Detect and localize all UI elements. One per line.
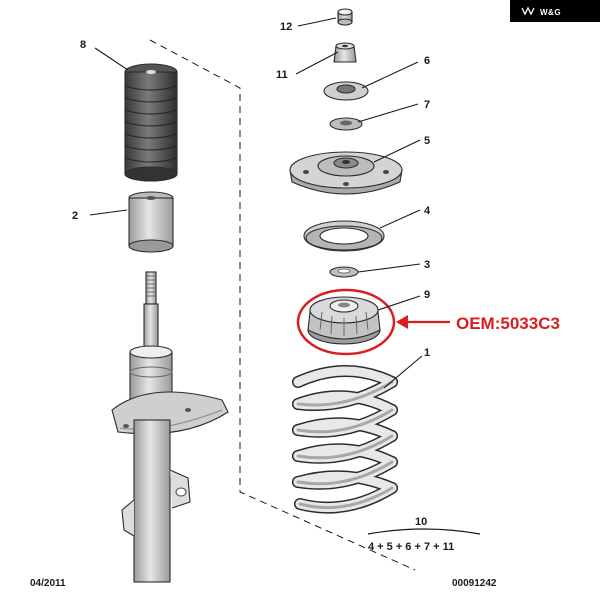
- part-1-coil-spring: [292, 365, 398, 514]
- part-9-spring-seat: [307, 296, 381, 345]
- oem-callout-arrow: [396, 315, 450, 329]
- label-7: 7: [424, 99, 430, 111]
- part-7-small-washer: [329, 117, 363, 131]
- label-10: 10: [415, 516, 427, 528]
- kit-formula-brace: [367, 528, 481, 535]
- oem-highlight-circle: [296, 288, 396, 356]
- part-4-bearing-ring: [303, 220, 385, 252]
- label-4: 4: [424, 205, 431, 217]
- brand-badge-bg: [510, 0, 600, 22]
- brand-badge: W&G: [510, 0, 600, 22]
- brand-name: W&G: [540, 8, 561, 17]
- label-6: 6: [424, 55, 430, 67]
- part-2-bump-stop: [128, 191, 174, 253]
- brand-logo-icon: [521, 6, 535, 16]
- oem-callout-text: OEM:5033C3: [456, 314, 560, 333]
- assembly-dashed-outline: [149, 39, 416, 571]
- kit-formula: 10 4 + 5 + 6 + 7 + 11: [367, 516, 481, 553]
- footer-date: 04/2011: [30, 578, 66, 589]
- part-3-thin-washer: [329, 266, 359, 278]
- leader-lines: [89, 17, 423, 389]
- part-8-dust-boot: [124, 63, 178, 182]
- part-6-washer: [323, 81, 369, 101]
- part-11-nut: [333, 42, 357, 63]
- part-5-top-mount: [289, 151, 403, 195]
- label-8: 8: [80, 39, 86, 51]
- part-number-labels: 8 2 12 11 6 7 5 4 3 9 1: [72, 21, 431, 359]
- kit-formula-text: 4 + 5 + 6 + 7 + 11: [368, 541, 454, 553]
- label-9: 9: [424, 289, 430, 301]
- label-11: 11: [276, 69, 288, 81]
- label-1: 1: [424, 347, 430, 359]
- part-12-cap: [337, 8, 353, 26]
- label-12: 12: [280, 21, 292, 33]
- label-2: 2: [72, 210, 78, 222]
- label-3: 3: [424, 259, 430, 271]
- footer-code: 00091242: [452, 578, 497, 589]
- strut-assembly: [111, 271, 229, 583]
- label-5: 5: [424, 135, 430, 147]
